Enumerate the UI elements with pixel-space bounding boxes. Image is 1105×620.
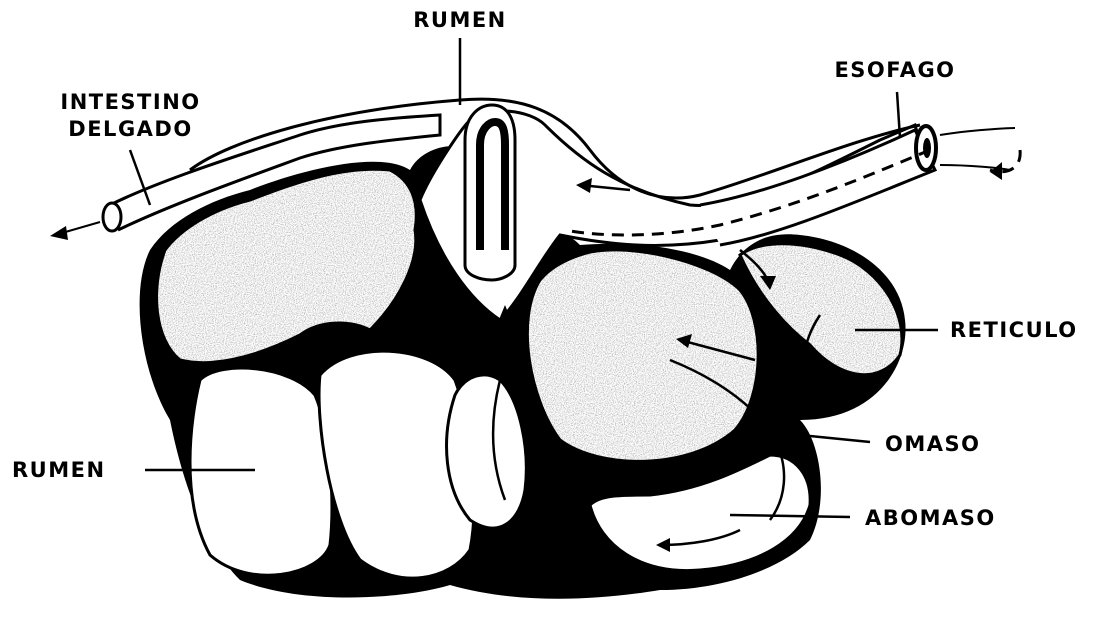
rumen-left-lobe	[190, 368, 332, 575]
rumen-top-label: RUMEN	[405, 8, 515, 32]
arrowhead	[990, 162, 1002, 180]
esofago-label: ESOFAGO	[820, 58, 970, 82]
intestino-label-line2: DELGADO	[48, 117, 213, 141]
abomaso-label: ABOMASO	[865, 506, 996, 530]
omaso-label: OMASO	[885, 432, 980, 456]
intestino-label-line1: INTESTINO	[48, 90, 213, 114]
rumen-left-label: RUMEN	[12, 458, 106, 482]
esophagus-tube	[700, 126, 1015, 245]
reticulo-label: RETICULO	[950, 318, 1078, 342]
